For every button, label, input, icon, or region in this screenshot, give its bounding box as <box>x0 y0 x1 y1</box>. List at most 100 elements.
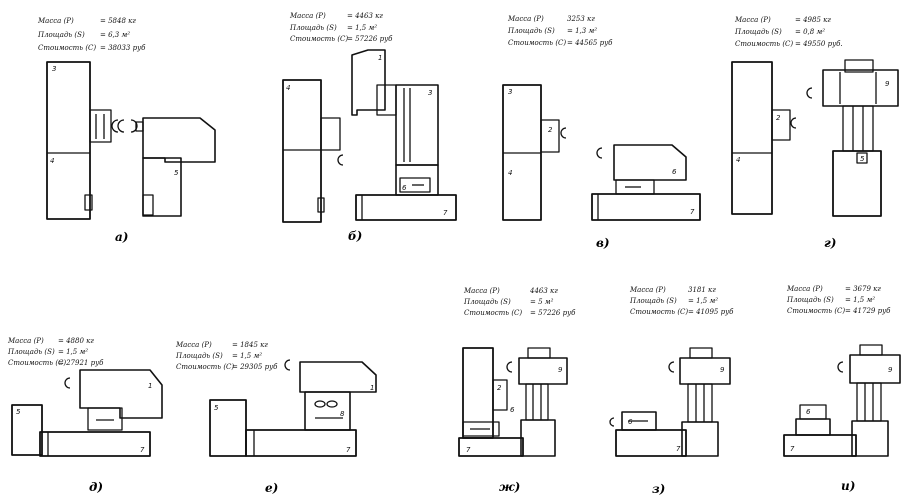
panel-i-specs: Масса (Р) = 3679 кг Площадь (S) = 1,5 м²… <box>786 285 891 315</box>
svg-text:= 29305 руб: = 29305 руб <box>232 363 278 371</box>
svg-text:3: 3 <box>428 89 432 97</box>
svg-text:1: 1 <box>370 384 374 392</box>
panel-b-drawing <box>282 49 457 223</box>
svg-text:= 38033 руб: = 38033 руб <box>100 44 146 52</box>
panel-b: Масса (Р) = 4463 кг Площадь (S) = 1,5 м²… <box>282 12 457 243</box>
svg-text:Масса (Р): Масса (Р) <box>463 287 500 295</box>
panel-d: Масса (Р) = 4880 кг Площадь (S) = 1,5 м²… <box>7 337 163 494</box>
svg-text:2: 2 <box>776 114 781 122</box>
svg-text:6: 6 <box>402 184 407 192</box>
panel-i-caption: и) <box>841 479 855 493</box>
panel-z-drawing <box>609 347 731 457</box>
svg-text:Стоимость (С): Стоимость (С) <box>735 40 793 48</box>
svg-text:Площадь (S): Площадь (S) <box>734 28 782 36</box>
svg-text:= 57226 руб: = 57226 руб <box>347 35 393 43</box>
panel-z-part-numbers: 6 7 9 <box>628 366 725 453</box>
svg-text:7: 7 <box>466 446 471 454</box>
svg-text:6: 6 <box>806 408 811 416</box>
panel-g-specs: Масса (Р) = 4985 кг Площадь (S) = 0,8 м²… <box>734 16 843 48</box>
svg-text:4: 4 <box>286 84 290 92</box>
svg-text:Площадь (S): Площадь (S) <box>629 297 677 305</box>
svg-text:= 6,3 м²: = 6,3 м² <box>100 31 130 39</box>
svg-text:7: 7 <box>690 208 695 216</box>
panel-v-drawing <box>502 84 701 221</box>
svg-text:Площадь (S): Площадь (S) <box>786 296 834 304</box>
svg-text:5: 5 <box>174 169 179 177</box>
panel-a-drawing <box>46 61 216 220</box>
svg-text:Масса (Р): Масса (Р) <box>786 285 823 293</box>
svg-text:Площадь (S): Площадь (S) <box>175 352 223 360</box>
svg-text:6: 6 <box>672 168 677 176</box>
panel-g-drawing <box>731 59 899 217</box>
svg-text:7: 7 <box>346 446 351 454</box>
svg-text:6: 6 <box>510 406 515 414</box>
svg-text:= 27921 руб: = 27921 руб <box>58 359 104 367</box>
svg-text:Масса (Р): Масса (Р) <box>734 16 771 24</box>
svg-text:= 1,5 м²: = 1,5 м² <box>688 297 718 305</box>
svg-text:3: 3 <box>52 65 56 73</box>
panel-zh-caption: ж) <box>499 480 520 494</box>
panel-b-part-numbers: 1 3 4 6 7 <box>286 54 448 217</box>
panel-e-drawing <box>209 359 377 457</box>
svg-text:Масса (Р): Масса (Р) <box>7 337 44 345</box>
svg-text:Стоимость (С): Стоимость (С) <box>290 35 348 43</box>
svg-text:Стоимость (С): Стоимость (С) <box>508 39 566 47</box>
panel-i: Масса (Р) = 3679 кг Площадь (S) = 1,5 м²… <box>783 285 901 493</box>
svg-text:= 49550 руб.: = 49550 руб. <box>795 40 843 48</box>
panel-v: Масса (Р) 3253 кг Площадь (S) = 1,3 м² С… <box>502 15 701 250</box>
panel-e-caption: е) <box>265 481 278 495</box>
panel-a-part-numbers: 3 4 5 <box>50 65 179 177</box>
svg-text:Масса (Р): Масса (Р) <box>507 15 544 23</box>
svg-text:Площадь (S): Площадь (S) <box>507 27 555 35</box>
panel-zh-drawing <box>458 347 568 457</box>
svg-text:5: 5 <box>16 408 21 416</box>
svg-text:Стоимость (С): Стоимость (С) <box>787 307 845 315</box>
panel-z-caption: з) <box>652 482 665 496</box>
panel-d-drawing <box>11 369 163 457</box>
svg-text:Масса (Р): Масса (Р) <box>289 12 326 20</box>
svg-text:3181 кг: 3181 кг <box>688 286 716 294</box>
svg-text:= 41729 руб: = 41729 руб <box>845 307 891 315</box>
panel-d-part-numbers: 1 5 7 <box>16 382 152 454</box>
panel-b-specs: Масса (Р) = 4463 кг Площадь (S) = 1,5 м²… <box>289 12 393 43</box>
panel-g-part-numbers: 2 4 5 9 <box>736 80 890 164</box>
panel-e: Масса (Р) = 1845 кг Площадь (S) = 1,5 м²… <box>175 341 377 495</box>
svg-text:Масса (Р): Масса (Р) <box>37 17 74 25</box>
panel-g-caption: г) <box>824 236 836 250</box>
panel-v-part-numbers: 2 3 4 6 7 <box>508 88 695 216</box>
panel-zh: Масса (Р) 4463 кг Площадь (S) = 5 м² Сто… <box>458 287 576 494</box>
svg-text:= 4985 кг: = 4985 кг <box>795 16 831 24</box>
svg-text:= 1,5 м²: = 1,5 м² <box>232 352 262 360</box>
svg-text:4: 4 <box>508 169 512 177</box>
panel-e-part-numbers: 1 5 7 8 <box>214 384 374 454</box>
panel-zh-specs: Масса (Р) 4463 кг Площадь (S) = 5 м² Сто… <box>463 287 576 317</box>
panel-b-caption: б) <box>348 229 362 243</box>
svg-text:= 1,5 м²: = 1,5 м² <box>347 24 377 32</box>
panel-g: Масса (Р) = 4985 кг Площадь (S) = 0,8 м²… <box>731 16 899 250</box>
svg-text:= 5 м²: = 5 м² <box>530 298 554 306</box>
svg-text:= 1,5 м²: = 1,5 м² <box>58 348 88 356</box>
panel-v-caption: в) <box>596 236 610 250</box>
svg-text:9: 9 <box>720 366 725 374</box>
svg-text:4463 кг: 4463 кг <box>529 287 558 295</box>
svg-text:= 4463 кг: = 4463 кг <box>347 12 383 20</box>
panel-z-specs: Масса (Р) 3181 кг Площадь (S) = 1,5 м² С… <box>629 286 734 316</box>
svg-text:1: 1 <box>378 54 382 62</box>
svg-text:= 57226 руб: = 57226 руб <box>530 309 576 317</box>
svg-text:Площадь (S): Площадь (S) <box>289 24 337 32</box>
svg-text:9: 9 <box>558 366 563 374</box>
panel-a-caption: а) <box>115 230 128 244</box>
svg-text:= 0,8 м²: = 0,8 м² <box>795 28 825 36</box>
svg-text:= 4880 кг: = 4880 кг <box>58 337 94 345</box>
svg-text:1: 1 <box>148 382 152 390</box>
svg-text:= 5848 кг: = 5848 кг <box>100 17 136 25</box>
panel-i-part-numbers: 6 7 9 <box>790 366 893 453</box>
svg-text:7: 7 <box>676 445 681 453</box>
panel-e-specs: Масса (Р) = 1845 кг Площадь (S) = 1,5 м²… <box>175 341 278 371</box>
svg-text:Стоимость (С): Стоимость (С) <box>176 363 234 371</box>
svg-text:Стоимость (С): Стоимость (С) <box>630 308 688 316</box>
svg-text:= 44565 руб: = 44565 руб <box>567 39 613 47</box>
svg-text:6: 6 <box>628 418 633 426</box>
svg-text:5: 5 <box>860 155 865 163</box>
